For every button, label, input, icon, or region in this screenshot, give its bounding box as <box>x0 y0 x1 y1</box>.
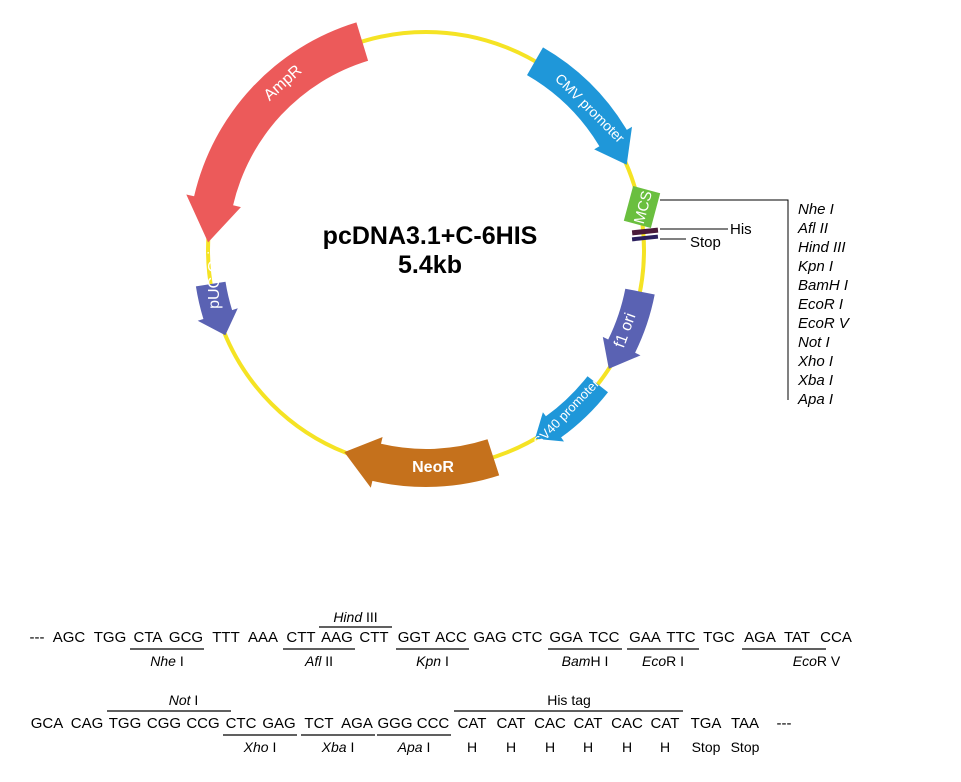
codon: TTC <box>666 629 695 646</box>
residue: Stop <box>731 739 760 755</box>
codon: CTC <box>226 715 257 732</box>
plasmid-size: 5.4kb <box>398 251 462 279</box>
stop-label: Stop <box>690 234 721 251</box>
codon: GGG <box>377 715 412 732</box>
site-label: EcoR I <box>642 653 684 669</box>
codon: TCC <box>589 629 620 646</box>
codon: GCG <box>169 629 203 646</box>
site-label: Afl II <box>304 653 333 669</box>
residue: H <box>545 739 555 755</box>
site-label: BamH I <box>562 653 609 669</box>
codon: CTA <box>134 629 163 646</box>
sv40-label: SV40 promoter <box>531 375 603 449</box>
site-list-item: Hind III <box>798 239 846 256</box>
codon: AGA <box>744 629 776 646</box>
codon: CAT <box>458 715 487 732</box>
mcs-box: MCS <box>623 185 661 229</box>
site-list-item: EcoR V <box>798 315 851 332</box>
cmv-promoter-arrow <box>527 47 632 165</box>
site-label: Nhe I <box>150 653 183 669</box>
residue: Stop <box>692 739 721 755</box>
site-label: Kpn I <box>416 653 449 669</box>
residue: H <box>583 739 593 755</box>
site-label: Xho I <box>243 739 277 755</box>
neor-label: NeoR <box>412 459 454 476</box>
codon: TAT <box>784 629 810 646</box>
his-label: His <box>730 221 752 238</box>
site-list-item: Apa I <box>797 391 833 408</box>
site-list-item: Nhe I <box>798 201 834 218</box>
site-list-item: Kpn I <box>798 258 833 275</box>
codon: CTT <box>286 629 315 646</box>
codon: CCG <box>186 715 219 732</box>
codon: TAA <box>731 715 759 732</box>
codon: AGA <box>341 715 373 732</box>
codon: TCT <box>304 715 333 732</box>
codon: TGA <box>691 715 722 732</box>
codon: TGG <box>94 629 127 646</box>
codon: TTT <box>212 629 240 646</box>
puc-label: pUC Ori <box>206 251 223 309</box>
site-bracket <box>660 199 789 400</box>
site-label: Xba I <box>321 739 355 755</box>
restriction-site-list: Nhe I Afl II Hind III Kpn I BamH I EcoR I EcoR… <box>797 201 851 408</box>
codon: AAA <box>248 629 278 646</box>
codon: GGT <box>398 629 431 646</box>
site-list-item: Xba I <box>797 372 833 389</box>
codon: ACC <box>435 629 467 646</box>
residue: H <box>622 739 632 755</box>
codon: CAC <box>534 715 566 732</box>
his-marker <box>631 227 659 236</box>
codon: TGG <box>109 715 142 732</box>
codon: GCA <box>31 715 64 732</box>
codon: TGC <box>703 629 735 646</box>
site-label: Not I <box>169 692 199 708</box>
sequence-lead: --- <box>30 629 45 646</box>
site-list-item: BamH I <box>798 277 848 294</box>
codon: CCA <box>820 629 852 646</box>
codon: CAT <box>497 715 526 732</box>
cmv-label: CMV promoter <box>552 70 628 146</box>
neor-arrow <box>344 437 500 488</box>
codon: GGA <box>549 629 582 646</box>
site-list-item: Xho I <box>797 353 833 370</box>
f1-ori-arrow <box>602 288 655 369</box>
plasmid-name: pcDNA3.1+C-6HIS <box>323 222 538 250</box>
codon: AGC <box>53 629 86 646</box>
residue: H <box>467 739 477 755</box>
codon: CAC <box>611 715 643 732</box>
site-list-item: Not I <box>798 334 830 351</box>
codon: GAG <box>262 715 295 732</box>
codon: CAT <box>651 715 680 732</box>
sv40-promoter-arrow <box>535 376 608 442</box>
stop-marker <box>631 234 659 242</box>
site-label: Hind III <box>333 609 377 625</box>
codon: GAA <box>629 629 661 646</box>
residue: H <box>660 739 670 755</box>
sequence-trail: --- <box>777 715 792 732</box>
codon: CAG <box>71 715 104 732</box>
codon: CGG <box>147 715 181 732</box>
codon: CAT <box>574 715 603 732</box>
puc-ori-arrow <box>195 281 238 336</box>
residue: H <box>506 739 516 755</box>
site-label: Apa I <box>397 739 431 755</box>
site-list-item: Afl II <box>797 220 828 237</box>
site-list-item: EcoR I <box>798 296 843 313</box>
codon: CTC <box>512 629 543 646</box>
his-tag-label: His tag <box>547 692 591 708</box>
codon: CCC <box>417 715 450 732</box>
codon: GAG <box>473 629 506 646</box>
ampr-arrow <box>186 22 369 243</box>
codon: AAG <box>321 629 353 646</box>
site-label: EcoR V <box>793 653 841 669</box>
codon: CTT <box>359 629 388 646</box>
